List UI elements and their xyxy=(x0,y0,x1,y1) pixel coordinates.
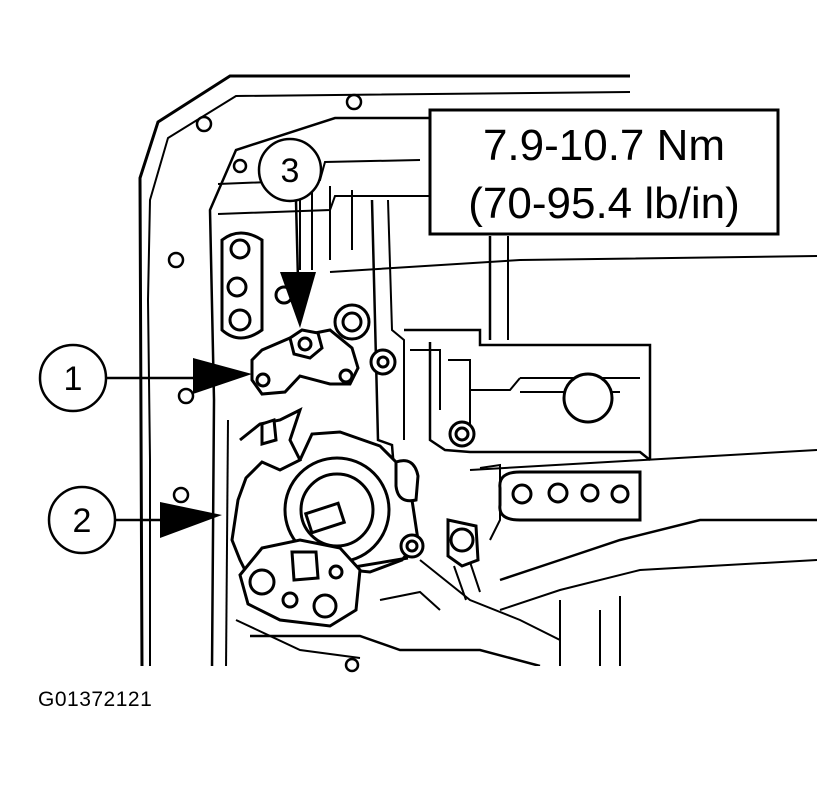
callout-2-label: 2 xyxy=(73,502,92,540)
callout-3-arrow xyxy=(280,272,316,328)
transmission-case xyxy=(138,74,817,666)
figure-id: G01372121 xyxy=(38,688,153,711)
nut xyxy=(288,328,324,360)
callout-1-label: 1 xyxy=(64,360,83,398)
callout-1: 1 xyxy=(38,343,252,413)
valve-body-passages xyxy=(220,231,294,340)
case-bolts xyxy=(167,93,363,673)
callout-3-label: 3 xyxy=(281,152,300,190)
manual-lever xyxy=(250,303,397,396)
torque-spec-nm: 7.9-10.7 Nm xyxy=(483,121,725,170)
range-sensor xyxy=(230,407,425,588)
torque-spec-lbin: (70-95.4 lb/in) xyxy=(468,179,739,228)
right-passages xyxy=(448,372,642,522)
lower-bracket xyxy=(238,538,362,628)
callout-2-arrow xyxy=(160,502,222,538)
dowel xyxy=(446,518,481,601)
torque-spec-box: 7.9-10.7 Nm (70-95.4 lb/in) xyxy=(428,108,780,236)
callout-2: 2 xyxy=(47,485,222,555)
callout-3: 3 xyxy=(257,137,323,328)
callout-1-arrow xyxy=(193,358,252,394)
